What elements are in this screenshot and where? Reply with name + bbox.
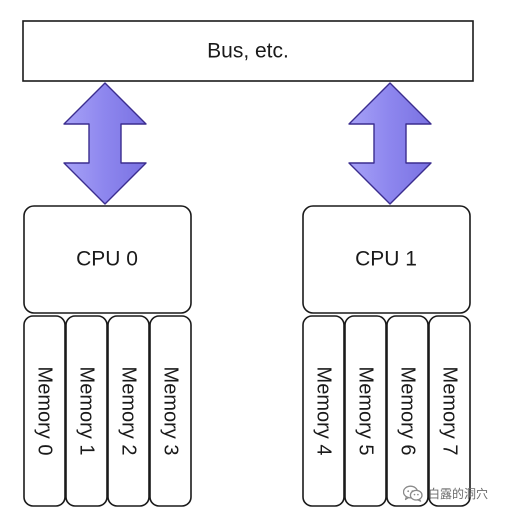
cpu-0-memory-banks: Memory 0 Memory 1 Memory 2 Memory 3	[23, 315, 192, 507]
cpu-0-label: CPU 0	[76, 248, 138, 271]
memory-bank	[428, 315, 471, 507]
bus-cpu1-double-arrow-icon	[348, 82, 432, 205]
watermark-text: 白露的洞穴	[428, 486, 489, 501]
memory-label: Memory 3	[160, 367, 182, 456]
memory-label: Memory 2	[118, 367, 140, 456]
memory-label: Memory 4	[313, 367, 335, 456]
wechat-icon	[403, 485, 423, 502]
memory-label: Memory 7	[439, 367, 461, 456]
memory-bank	[107, 315, 150, 507]
bus-label: Bus, etc.	[207, 40, 289, 63]
cpu-1-memory-banks: Memory 4 Memory 5 Memory 6 Memory 7	[302, 315, 471, 507]
memory-label: Memory 5	[355, 367, 377, 456]
watermark: 白露的洞穴	[403, 483, 488, 503]
memory-bank	[386, 315, 429, 507]
memory-bank	[23, 315, 66, 507]
memory-bank	[302, 315, 345, 507]
memory-label: Memory 1	[76, 367, 98, 456]
bus-box: Bus, etc.	[22, 20, 474, 82]
memory-label: Memory 6	[397, 367, 419, 456]
memory-bank	[65, 315, 108, 507]
bus-cpu0-double-arrow-icon	[63, 82, 147, 205]
memory-label: Memory 0	[34, 367, 56, 456]
memory-bank	[149, 315, 192, 507]
cpu-0-node: CPU 0 Memory 0 Memory 1 Memory 2 Memory …	[23, 205, 192, 507]
memory-bank	[344, 315, 387, 507]
cpu-1-label: CPU 1	[355, 248, 417, 271]
cpu-1-node: CPU 1 Memory 4 Memory 5 Memory 6 Memory …	[302, 205, 471, 507]
